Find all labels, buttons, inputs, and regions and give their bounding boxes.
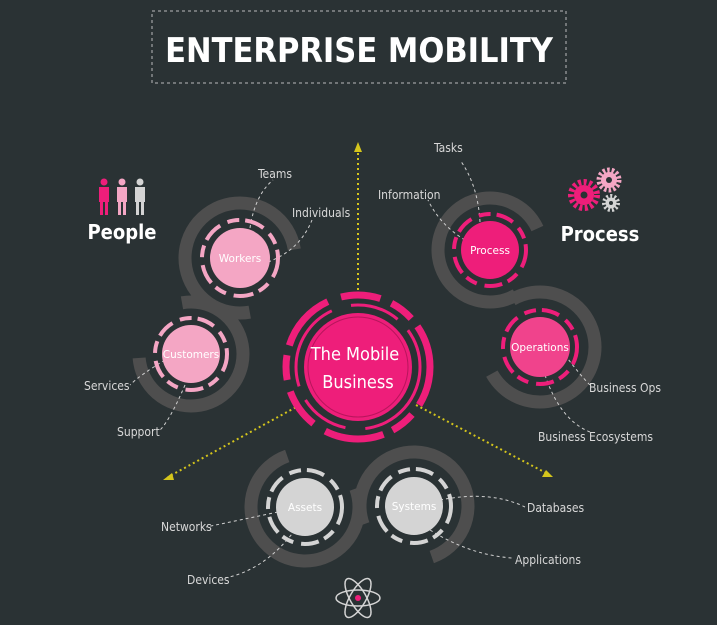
group-label-process: Process [561, 222, 640, 246]
node-systems[interactable]: Systems [375, 467, 453, 545]
label-business-ecosystems: Business Ecosystems [538, 430, 653, 444]
node-label: Process [470, 245, 510, 257]
label-support: Support [117, 425, 160, 439]
node-label: Operations [511, 342, 569, 354]
label-tasks: Tasks [433, 141, 463, 155]
title-box [151, 10, 567, 84]
center-title-line1: The Mobile [310, 344, 399, 365]
label-networks: Networks [161, 520, 212, 534]
center-node[interactable]: The Mobile Business [282, 291, 434, 443]
node-process[interactable]: Process [452, 212, 528, 288]
label-databases: Databases [527, 501, 585, 515]
people-icon [99, 178, 145, 215]
label-devices: Devices [187, 573, 230, 587]
arrows [163, 142, 553, 480]
node-customers[interactable]: Customers [153, 316, 229, 392]
node-label: Systems [392, 501, 437, 513]
atom-icon [335, 577, 381, 619]
label-teams: Teams [257, 167, 292, 181]
node-label: Customers [163, 349, 219, 361]
label-information: Information [378, 188, 440, 202]
node-workers[interactable]: Workers [200, 218, 280, 298]
node-assets[interactable]: Assets [266, 468, 344, 546]
node-label: Assets [288, 502, 322, 514]
group-label-people: People [87, 220, 156, 244]
label-individuals: Individuals [292, 206, 351, 220]
page-title: ENTERPRISE MOBILITY [165, 31, 554, 71]
node-label: Workers [219, 253, 261, 265]
label-services: Services [84, 379, 130, 393]
node-operations[interactable]: Operations [501, 308, 579, 386]
center-dashed-ring [282, 291, 434, 443]
label-applications: Applications [515, 553, 581, 567]
gears-icon [568, 167, 622, 212]
center-title-line2: Business [322, 372, 393, 393]
label-business-ops: Business Ops [589, 381, 661, 395]
